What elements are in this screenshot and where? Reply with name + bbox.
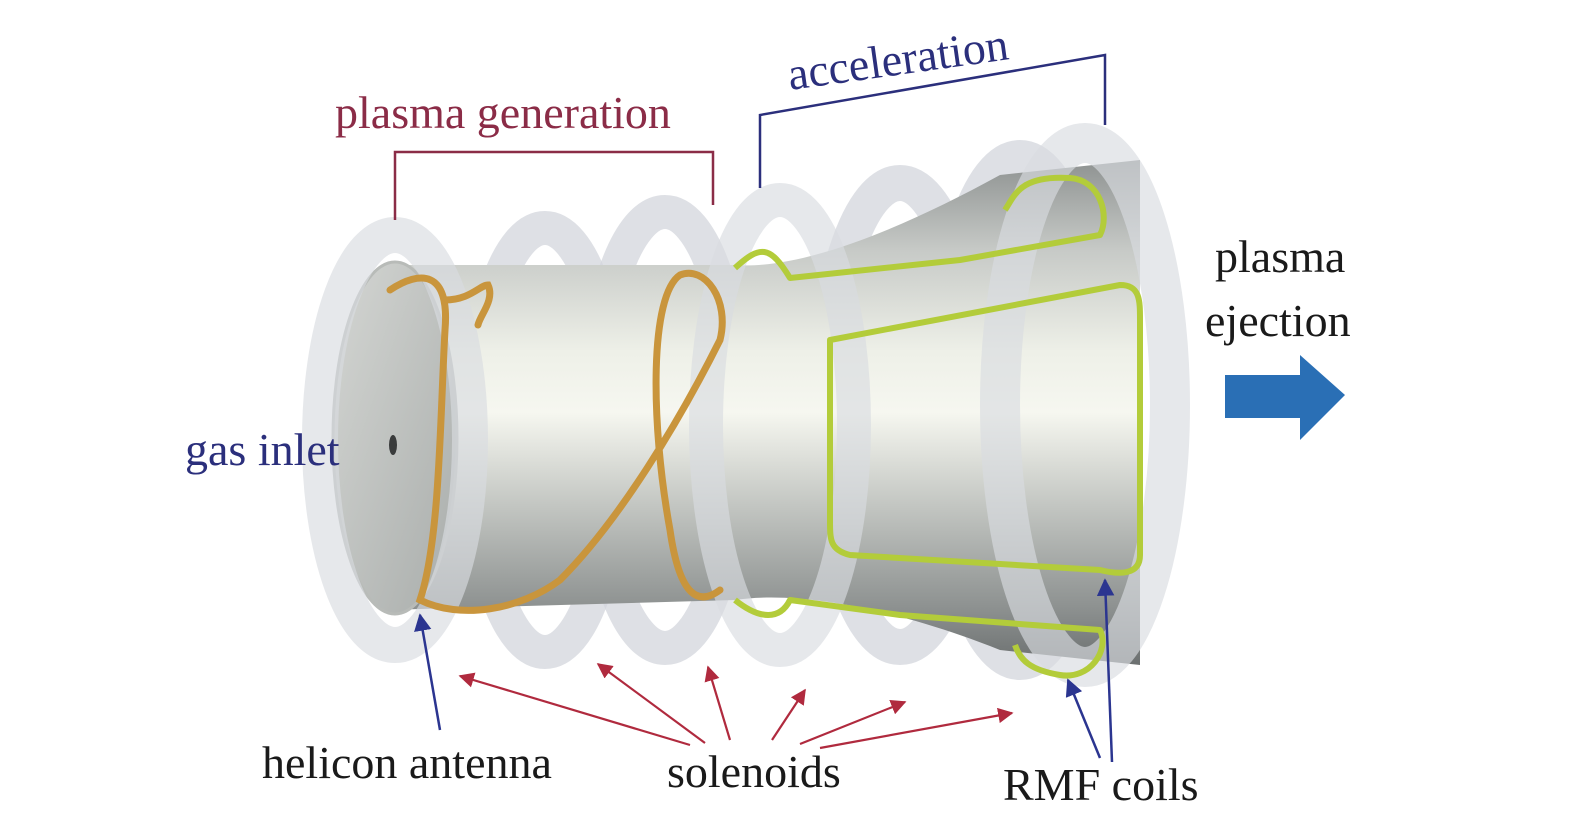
solenoid-arrow-3 <box>704 665 732 741</box>
solenoid-rings-front <box>302 123 1190 687</box>
solenoid-arrow-5 <box>799 699 907 746</box>
gas-inlet-label: gas inlet <box>185 424 340 475</box>
ejection-arrow-icon <box>1225 355 1345 440</box>
pointer-arrows <box>414 578 1115 763</box>
thruster-body <box>385 160 1140 665</box>
plasma-generation-label: plasma generation <box>335 87 671 138</box>
solenoids-label: solenoids <box>667 746 841 797</box>
helicon-antenna-pointer <box>414 613 442 731</box>
acceleration-label: acceleration <box>784 18 1011 99</box>
solenoid-arrow-4 <box>771 688 806 741</box>
plasma-ejection-label-line1: plasma <box>1215 231 1345 282</box>
solenoid-arrow-1 <box>458 672 691 747</box>
plasma-ejection-label-line2: ejection <box>1205 295 1351 346</box>
gas-inlet-hole <box>389 435 397 455</box>
plasma-generation-bracket <box>393 150 715 220</box>
solenoid-arrow-2 <box>596 663 706 744</box>
solenoid-arrow-6 <box>819 707 1014 750</box>
solenoid-arrows <box>458 663 1014 750</box>
helicon-antenna-wire <box>386 269 726 614</box>
acceleration-bracket <box>758 53 1107 188</box>
rmf-coils-label: RMF coils <box>1003 759 1199 810</box>
helicon-antenna-label: helicon antenna <box>262 737 552 788</box>
rmf-coils-wire <box>732 174 1143 679</box>
rmf-coils-pointer-2 <box>1065 678 1102 759</box>
rmf-coils-pointer-1 <box>1096 578 1115 763</box>
